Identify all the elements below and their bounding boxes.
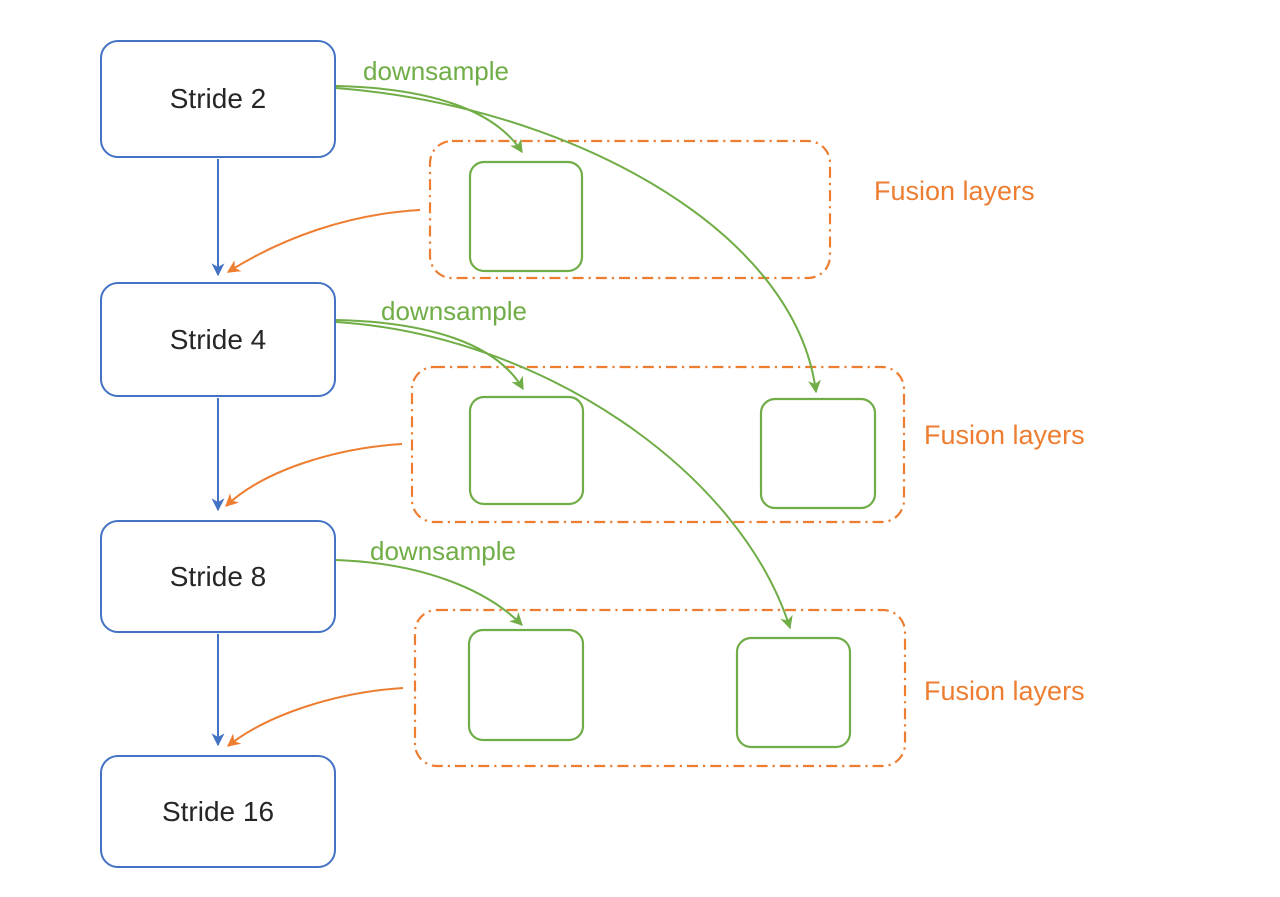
downsample-label-1: downsample [363, 56, 509, 86]
fusion-layers-label-1: Fusion layers [874, 176, 1035, 206]
arrow-fusion2-to-stride8 [225, 443, 403, 507]
stride-4-label: Stride 4 [169, 323, 267, 355]
arrow-fusion1-to-stride4 [226, 209, 421, 273]
arrow-stride8-to-fusion3-cell1 [335, 559, 523, 626]
fusion-group-2-box [410, 365, 906, 524]
downsample-label-2: downsample [381, 296, 527, 326]
stride-2-box: Stride 2 [100, 40, 336, 158]
fusion-cell-2-1 [468, 395, 585, 506]
arrow-stride2-to-fusion1-cell1 [335, 85, 523, 154]
stride-16-box: Stride 16 [100, 755, 336, 868]
fusion-group-1-box [428, 139, 832, 280]
fusion-layers-label-2: Fusion layers [924, 420, 1085, 450]
fusion-cell-2-2 [759, 397, 877, 510]
arrow-stride2-to-fusion2-cell2 [335, 87, 821, 394]
fusion-group-3-box [413, 608, 907, 768]
stride-2-label: Stride 2 [169, 83, 267, 114]
fusion-cell-3-2 [735, 636, 852, 749]
arrow-stride4-to-fusion3-cell2 [335, 321, 793, 630]
stride-8-label: Stride 8 [169, 560, 267, 592]
arrow-stride4-to-fusion2-cell1 [335, 319, 524, 391]
stride-16-label: Stride 16 [161, 795, 275, 827]
fusion-cell-1-1 [468, 160, 584, 273]
fusion-layers-label-3: Fusion layers [924, 676, 1085, 706]
stride-4-box: Stride 4 [100, 282, 336, 397]
fusion-cell-3-1 [467, 628, 585, 742]
arrow-fusion3-to-stride16 [226, 687, 404, 747]
downsample-label-3: downsample [370, 536, 516, 566]
stride-8-box: Stride 8 [100, 520, 336, 633]
